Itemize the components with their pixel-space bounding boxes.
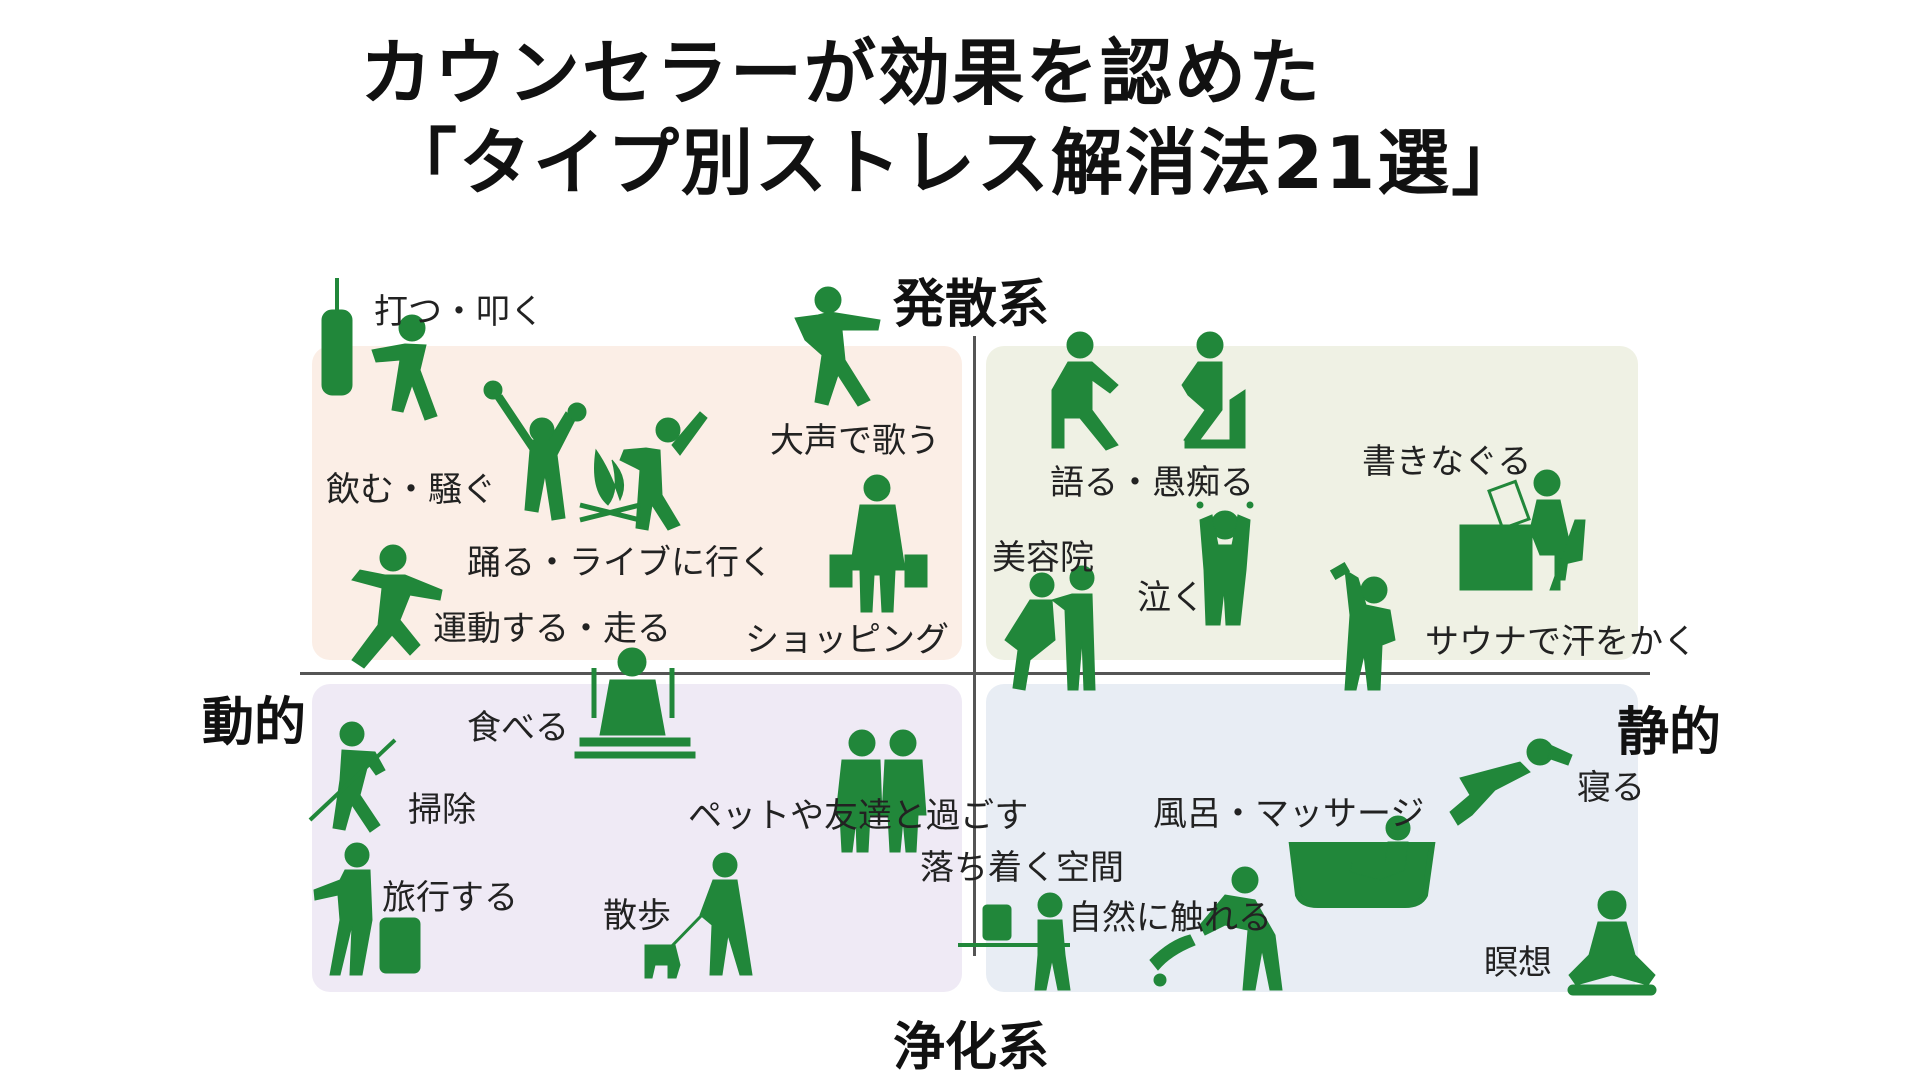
boxer-icon bbox=[371, 314, 438, 421]
axis-label-release: 発散系 bbox=[893, 275, 1050, 335]
label-cry: 泣く bbox=[1137, 578, 1205, 618]
eating-person-icon bbox=[574, 647, 696, 759]
title-line1: カウンセラーが効果を認めた bbox=[360, 31, 1323, 115]
label-shopping: ショッピング bbox=[745, 620, 949, 660]
punching-bag-icon bbox=[321, 278, 353, 396]
gardening-person-icon bbox=[1149, 866, 1283, 991]
dog-walker-icon bbox=[644, 852, 753, 979]
label-sing: 大声で歌う bbox=[770, 421, 940, 461]
calm-space-icon bbox=[958, 892, 1071, 991]
label-meditate: 瞑想 bbox=[1484, 943, 1552, 983]
friends-icon bbox=[835, 729, 927, 853]
bathtub-icon bbox=[1288, 815, 1436, 908]
title-line2: 「タイプ別ストレス解消法21選」 bbox=[385, 121, 1526, 205]
axis-label-dynamic: 動的 bbox=[202, 693, 307, 753]
label-sauna: サウナで汗をかく bbox=[1425, 622, 1697, 662]
label-clean: 掃除 bbox=[408, 790, 476, 830]
label-sleep: 寝る bbox=[1577, 768, 1645, 808]
label-bath: 風呂・マッサージ bbox=[1153, 794, 1425, 834]
vertical-axis bbox=[973, 336, 976, 956]
runner-icon bbox=[351, 544, 443, 669]
writer-icon bbox=[1459, 469, 1586, 591]
label-hit: 打つ・叩く bbox=[374, 292, 544, 332]
singer-icon bbox=[794, 286, 881, 407]
axis-label-static: 静的 bbox=[1617, 703, 1722, 763]
quadrant-static-purify bbox=[986, 684, 1638, 992]
label-drink: 飲む・騒ぐ bbox=[326, 470, 496, 510]
label-dance: 踊る・ライブに行く bbox=[467, 543, 773, 583]
party-people-icon bbox=[483, 380, 708, 531]
cleaning-person-icon bbox=[308, 721, 397, 833]
label-travel: 旅行する bbox=[382, 878, 518, 918]
shopper-icon bbox=[829, 474, 928, 613]
crying-person-icon bbox=[1196, 501, 1254, 626]
label-eat: 食べる bbox=[467, 708, 569, 748]
page-title: カウンセラーが効果を認めた 「タイプ別ストレス解消法21選」 bbox=[360, 28, 1525, 208]
sauna-person-icon bbox=[1329, 561, 1396, 691]
label-nature: 自然に触れる bbox=[1068, 898, 1272, 938]
sleeping-person-icon bbox=[1449, 738, 1573, 826]
label-exercise: 運動する・走る bbox=[433, 609, 671, 649]
label-calm-space: 落ち着く空間 bbox=[920, 848, 1124, 888]
axis-label-purify: 浄化系 bbox=[893, 1018, 1050, 1078]
label-walk: 散歩 bbox=[603, 896, 671, 936]
traveler-icon bbox=[313, 842, 421, 976]
label-salon: 美容院 bbox=[992, 538, 1094, 578]
hair-salon-icon bbox=[1004, 565, 1096, 691]
talking-people-icon bbox=[1051, 331, 1246, 451]
label-pets: ペットや友達と過ごす bbox=[688, 796, 1029, 836]
label-talk: 語る・愚痴る bbox=[1050, 463, 1254, 503]
meditation-icon bbox=[1567, 890, 1657, 996]
label-write: 書きなぐる bbox=[1362, 442, 1532, 482]
quadrant-static-release bbox=[986, 346, 1638, 660]
